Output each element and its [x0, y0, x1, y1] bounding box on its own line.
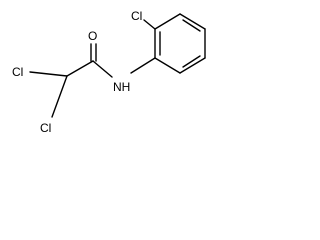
ring-double-bond [182, 55, 201, 68]
carbonyl-to-ch-bond [66, 60, 94, 77]
amide-nh-label: NH [113, 80, 130, 94]
ring-to-nh-bond [130, 57, 156, 74]
ring-bond [154, 13, 181, 30]
ring-bond [179, 57, 206, 74]
oxygen-label: O [88, 29, 97, 43]
ch-to-cl-bond [51, 75, 68, 118]
nh-to-carbonyl-bond [92, 60, 113, 78]
chlorine-label: Cl [12, 65, 23, 79]
ring-bond [179, 13, 206, 30]
ring-double-bond [182, 19, 201, 32]
chemical-structure-diagram: Cl Cl Cl O NH [12, 9, 206, 135]
ring-bond [154, 57, 181, 74]
ch-to-cl-bond [29, 71, 68, 77]
bonds [29, 13, 206, 118]
chlorine-label: Cl [131, 9, 142, 23]
atom-labels: Cl Cl Cl O NH [12, 9, 142, 135]
chlorine-label: Cl [40, 121, 51, 135]
ring-to-cl-bond [143, 19, 156, 30]
